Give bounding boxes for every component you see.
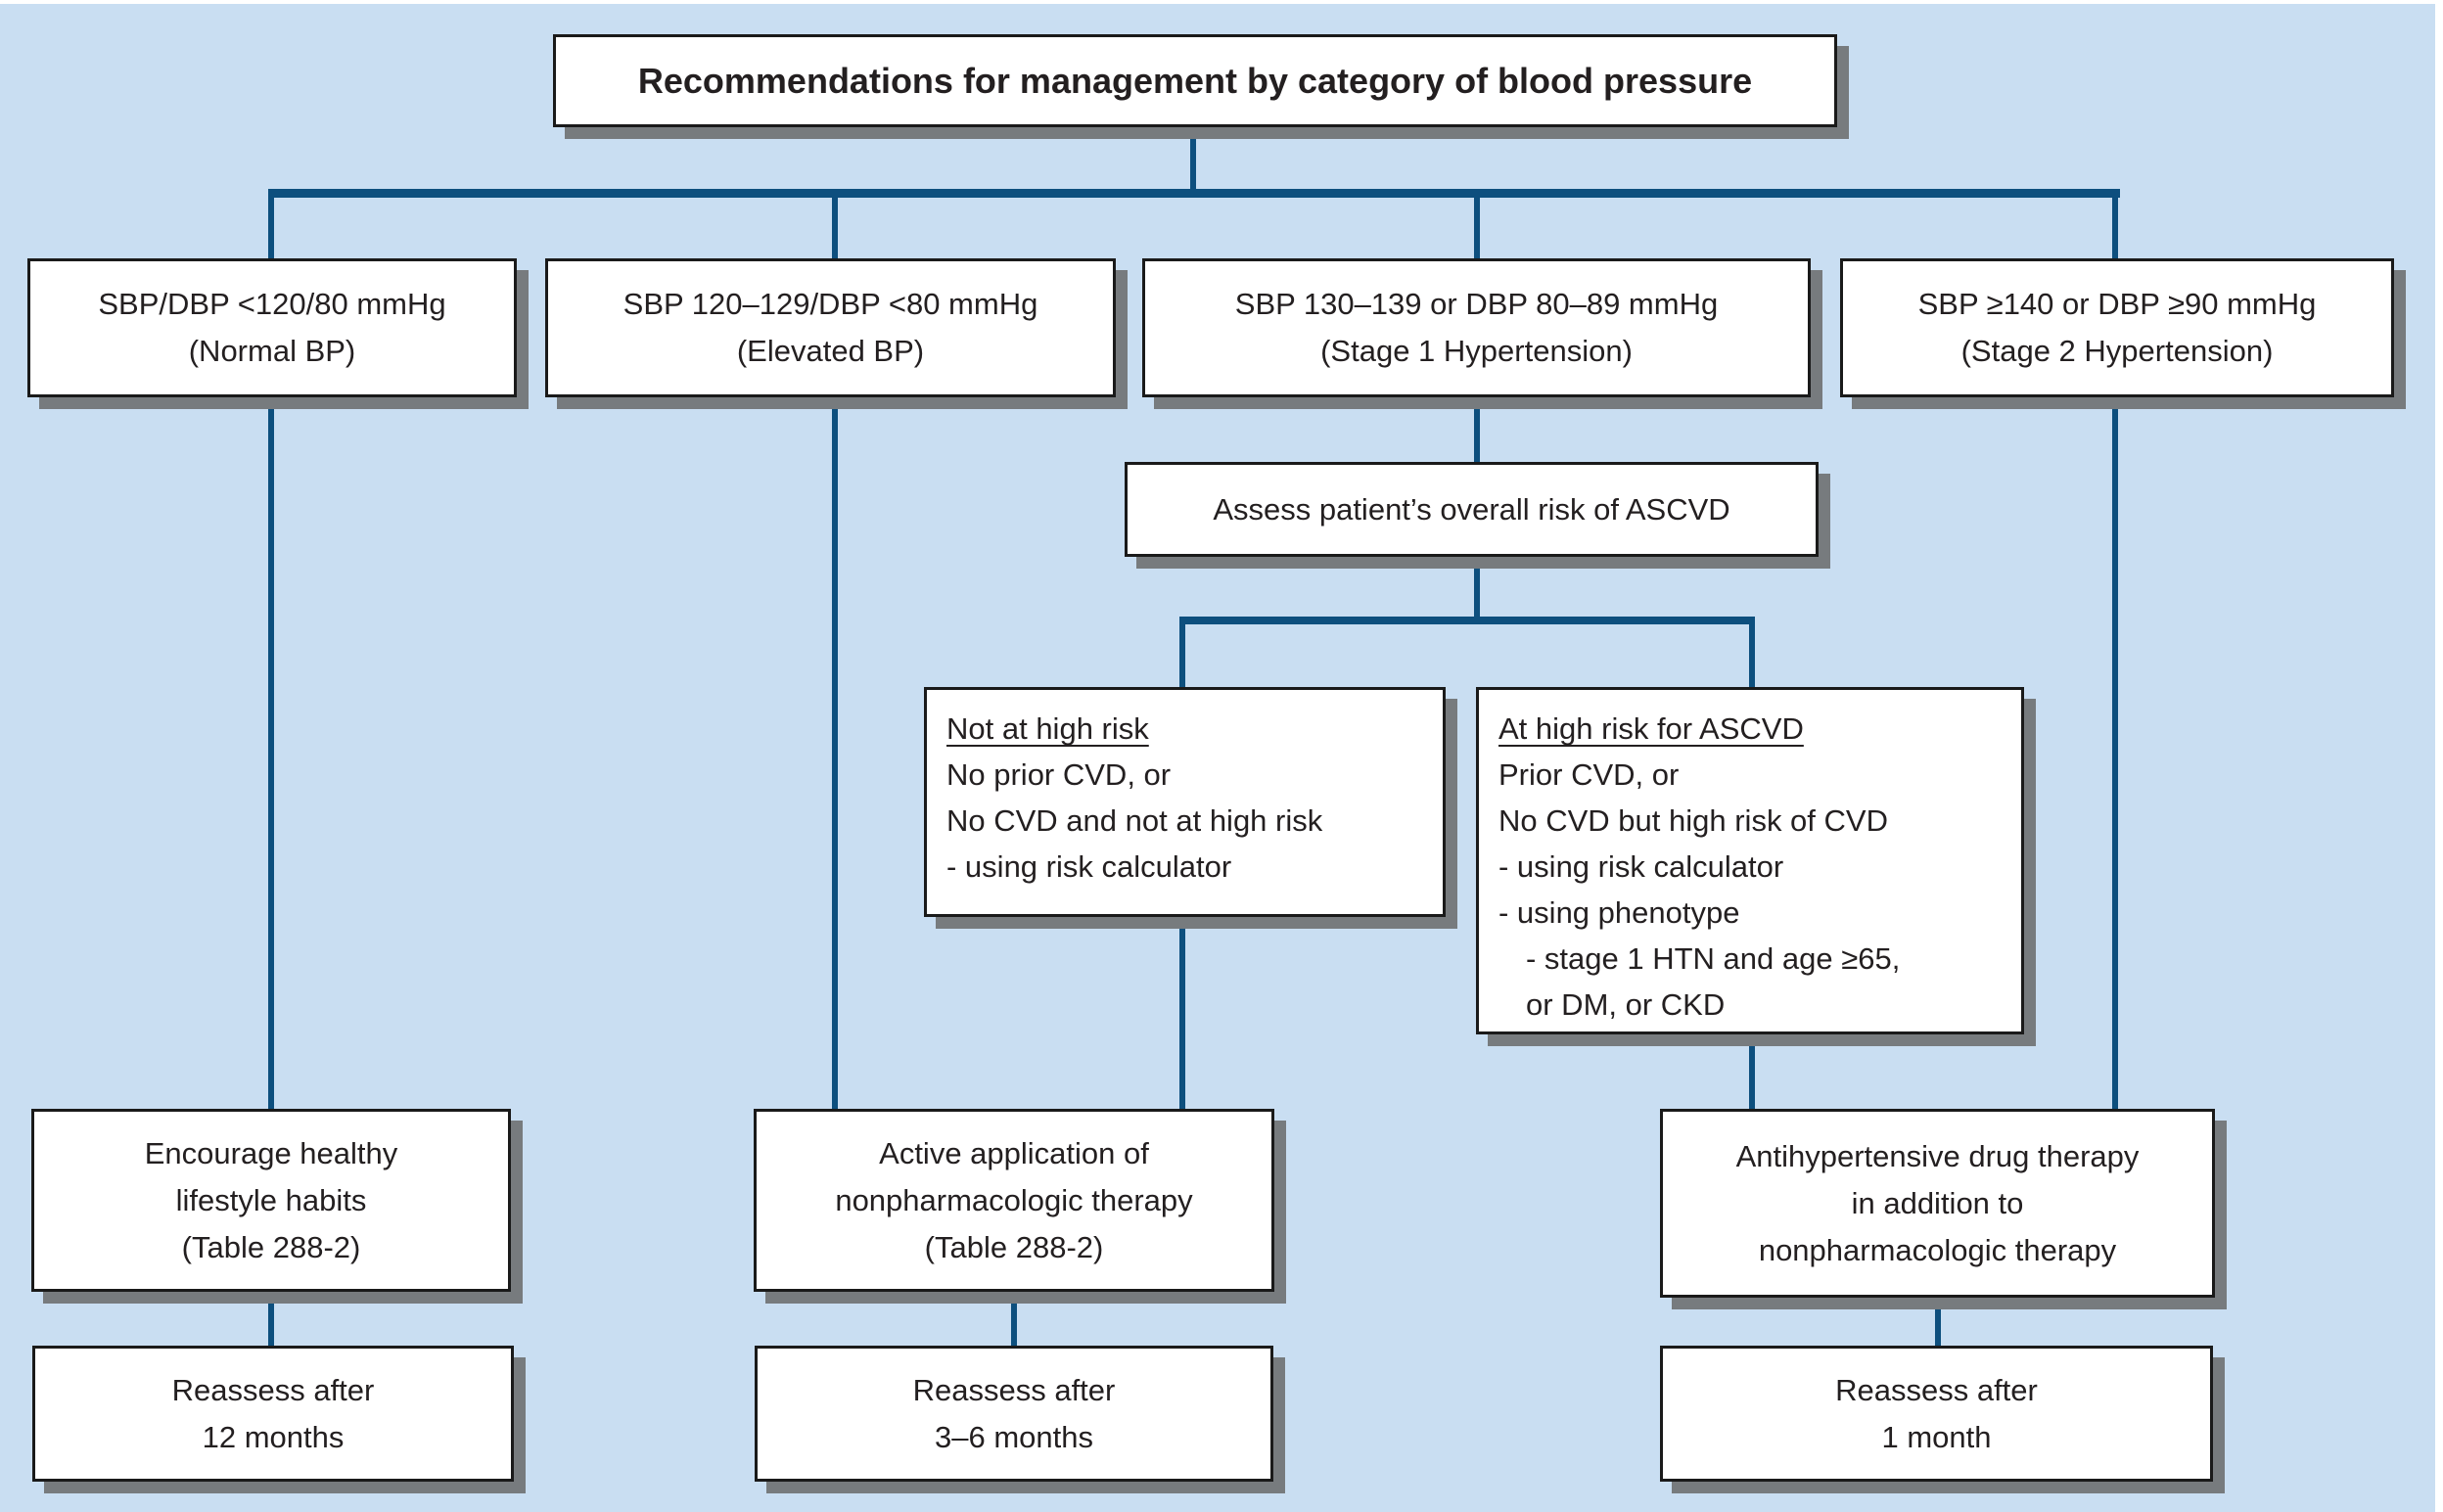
title-box: Recommendations for management by catego…: [553, 34, 1837, 127]
action-box-drug-therapy: Antihypertensive drug therapy in additio…: [1660, 1109, 2215, 1298]
action-lifestyle-line2: lifestyle habits: [175, 1182, 367, 1217]
assess-risk-box: Assess patient’s overall risk of ASCVD: [1125, 462, 1819, 557]
category-box-stage2: SBP ≥140 or DBP ≥90 mmHg (Stage 2 Hypert…: [1840, 258, 2394, 397]
risk-not-high-line3: - using risk calculator: [946, 849, 1232, 884]
category-stage1-line2: (Stage 1 Hypertension): [1320, 334, 1633, 368]
risk-high-line2: No CVD but high risk of CVD: [1498, 803, 1888, 838]
connector-high-risk-down: [1749, 1031, 1755, 1109]
action-nonpharm-line1: Active application of: [879, 1135, 1149, 1170]
action-lifestyle-line1: Encourage healthy: [144, 1135, 398, 1170]
connector-split-to-high-risk: [1749, 624, 1755, 687]
reassess-box-3-6-months: Reassess after 3–6 months: [755, 1346, 1273, 1482]
risk-not-high-line1: No prior CVD, or: [946, 757, 1172, 792]
connector-drug-to-reassess: [1935, 1296, 1941, 1346]
connector-split-to-not-high-risk: [1179, 624, 1185, 687]
risk-high-line3: - using risk calculator: [1498, 849, 1784, 884]
connector-not-high-risk-down: [1179, 915, 1185, 1109]
assess-risk-text: Assess patient’s overall risk of ASCVD: [1213, 491, 1730, 527]
reassess-1-line2: 1 month: [1881, 1419, 1992, 1454]
reassess-12-line1: Reassess after: [171, 1372, 375, 1407]
action-drug-line1: Antihypertensive drug therapy: [1735, 1138, 2140, 1173]
connector-main-bar: [268, 189, 2120, 198]
reassess-36-line1: Reassess after: [912, 1372, 1116, 1407]
connector-lifestyle-to-reassess: [268, 1290, 274, 1346]
category-box-normal: SBP/DBP <120/80 mmHg (Normal BP): [27, 258, 517, 397]
category-stage2-line2: (Stage 2 Hypertension): [1960, 334, 2274, 368]
category-stage1-line1: SBP 130–139 or DBP 80–89 mmHg: [1234, 287, 1719, 321]
connector-drop-stage2: [2112, 198, 2118, 258]
connector-risk-split-bar: [1179, 617, 1755, 624]
reassess-box-1-month: Reassess after 1 month: [1660, 1346, 2213, 1482]
reassess-36-line2: 3–6 months: [935, 1419, 1093, 1454]
category-elevated-line2: (Elevated BP): [736, 334, 925, 368]
risk-box-not-high: Not at high risk No prior CVD, or No CVD…: [924, 687, 1446, 917]
action-box-lifestyle: Encourage healthy lifestyle habits (Tabl…: [31, 1109, 511, 1292]
reassess-box-12-months: Reassess after 12 months: [32, 1346, 514, 1482]
connector-drop-normal: [268, 198, 274, 258]
category-stage2-line1: SBP ≥140 or DBP ≥90 mmHg: [1917, 287, 2317, 321]
action-drug-line3: nonpharmacologic therapy: [1758, 1232, 2117, 1267]
connector-drop-stage1: [1474, 198, 1480, 258]
connector-stage1-to-assess: [1474, 393, 1480, 462]
risk-high-line5: - stage 1 HTN and age ≥65,: [1526, 941, 1901, 976]
risk-not-high-heading: Not at high risk: [946, 711, 1149, 746]
category-elevated-line1: SBP 120–129/DBP <80 mmHg: [622, 287, 1038, 321]
category-box-stage1: SBP 130–139 or DBP 80–89 mmHg (Stage 1 H…: [1142, 258, 1811, 397]
connector-title-drop: [1190, 125, 1196, 195]
connector-drop-elevated: [832, 198, 838, 258]
flowchart-background: Recommendations for management by catego…: [0, 4, 2435, 1512]
risk-high-line6: or DM, or CKD: [1526, 987, 1726, 1022]
connector-assess-to-split: [1474, 555, 1480, 620]
action-lifestyle-line3: (Table 288-2): [181, 1229, 361, 1264]
risk-high-line1: Prior CVD, or: [1498, 757, 1680, 792]
connector-nonpharm-to-reassess: [1011, 1290, 1017, 1346]
connector-column-elevated: [832, 393, 838, 1109]
risk-box-high: At high risk for ASCVD Prior CVD, or No …: [1476, 687, 2024, 1034]
category-box-elevated: SBP 120–129/DBP <80 mmHg (Elevated BP): [545, 258, 1116, 397]
risk-high-line4: - using phenotype: [1498, 895, 1740, 930]
reassess-12-line2: 12 months: [202, 1419, 345, 1454]
action-box-nonpharm: Active application of nonpharmacologic t…: [754, 1109, 1274, 1292]
category-normal-line2: (Normal BP): [188, 334, 356, 368]
risk-high-heading: At high risk for ASCVD: [1498, 711, 1804, 746]
action-drug-line2: in addition to: [1851, 1185, 2024, 1220]
category-normal-line1: SBP/DBP <120/80 mmHg: [98, 287, 446, 321]
title-text: Recommendations for management by catego…: [637, 60, 1753, 101]
risk-not-high-line2: No CVD and not at high risk: [946, 803, 1323, 838]
connector-column-stage2: [2112, 393, 2118, 1109]
action-nonpharm-line2: nonpharmacologic therapy: [835, 1182, 1193, 1217]
reassess-1-line1: Reassess after: [1835, 1372, 2038, 1407]
action-nonpharm-line3: (Table 288-2): [924, 1229, 1104, 1264]
connector-column-normal: [268, 393, 274, 1109]
